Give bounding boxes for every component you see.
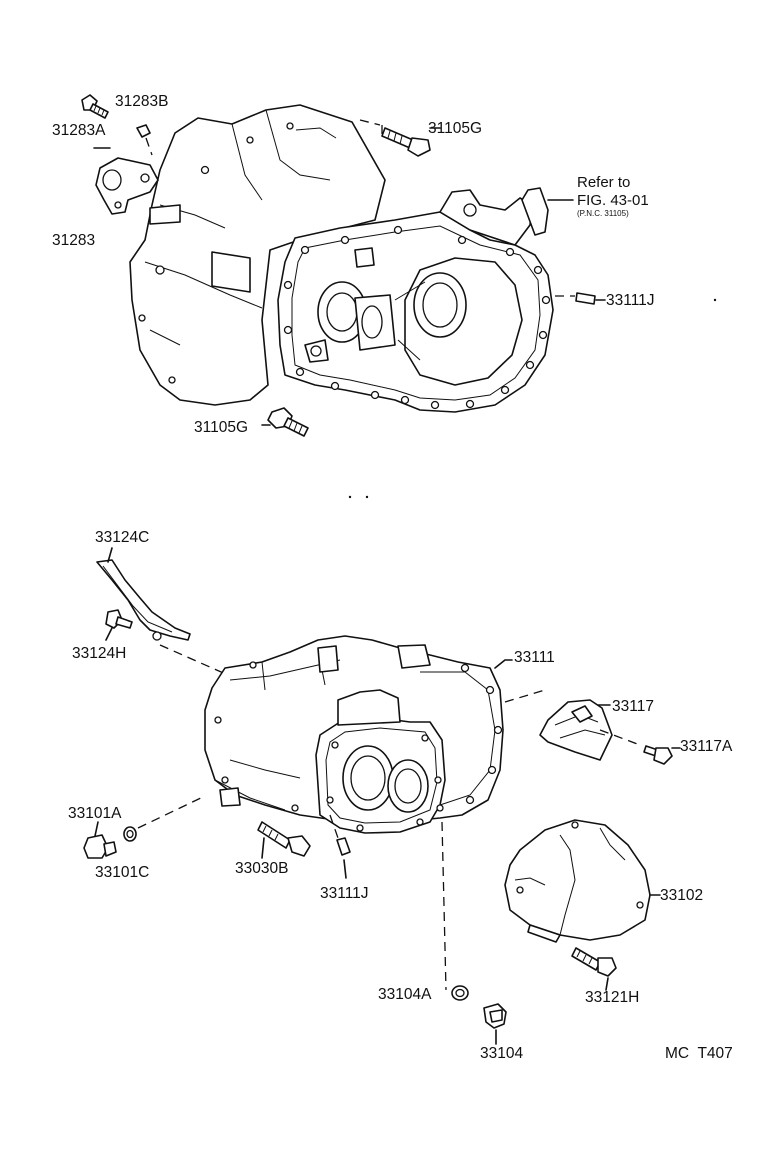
label-31283: 31283 — [52, 232, 95, 249]
label-33111J-bottom: 33111J — [320, 885, 369, 902]
label-33121H: 33121H — [585, 989, 639, 1006]
bolt-33124H — [105, 609, 133, 629]
plug-33104 — [483, 1003, 507, 1029]
label-31283A: 31283A — [52, 122, 106, 139]
bolt-31283A — [81, 94, 109, 119]
label-33104: 33104 — [480, 1045, 523, 1062]
plate-33117 — [539, 699, 613, 761]
label-33111J-top: 33111J — [606, 292, 655, 309]
label-33117A: 33117A — [680, 738, 733, 755]
label-31283B: 31283B — [115, 93, 168, 110]
label-31105G-bottom: 31105G — [194, 419, 248, 436]
label-33124C: 33124C — [95, 529, 149, 546]
label-33101A: 33101A — [68, 805, 122, 822]
label-33111: 33111 — [514, 649, 555, 666]
bracket-33124C — [96, 547, 191, 641]
label-33104A: 33104A — [378, 986, 432, 1003]
label-31105G-top: 31105G — [428, 120, 482, 137]
label-33030B: 33030B — [235, 860, 288, 877]
label-fig-ref: FIG. 43-01 — [577, 192, 649, 209]
label-33124H: 33124H — [72, 645, 126, 662]
stud-bolt-33030B — [257, 821, 311, 857]
bolt-33121H — [571, 947, 617, 977]
transaxle-housing-33111 — [204, 635, 504, 834]
pin-33111J-top — [575, 292, 596, 305]
bolt-33117A — [643, 745, 673, 765]
pin-33111J-bottom — [336, 837, 351, 856]
transmission-case — [129, 104, 554, 413]
label-33102: 33102 — [660, 887, 703, 904]
label-refer-to: Refer to — [577, 174, 630, 191]
label-33117: 33117 — [612, 698, 654, 715]
cover-33102 — [504, 819, 651, 943]
part-labels: 31283B 31283A 31283 31105G Refer to FIG.… — [52, 93, 733, 1062]
release-bearing-hub-31283 — [95, 157, 159, 215]
label-33101C: 33101C — [95, 864, 149, 881]
pin-31283B — [136, 124, 151, 138]
plug-33101A — [83, 834, 117, 859]
flange-bolt-holes — [283, 225, 551, 410]
label-figure-code: MC T407 — [665, 1045, 733, 1062]
bolt-31105G-top — [381, 127, 431, 157]
label-pnc-ref: (P.N.C. 31105) — [577, 209, 629, 218]
bolt-31105G-bottom — [267, 407, 309, 437]
